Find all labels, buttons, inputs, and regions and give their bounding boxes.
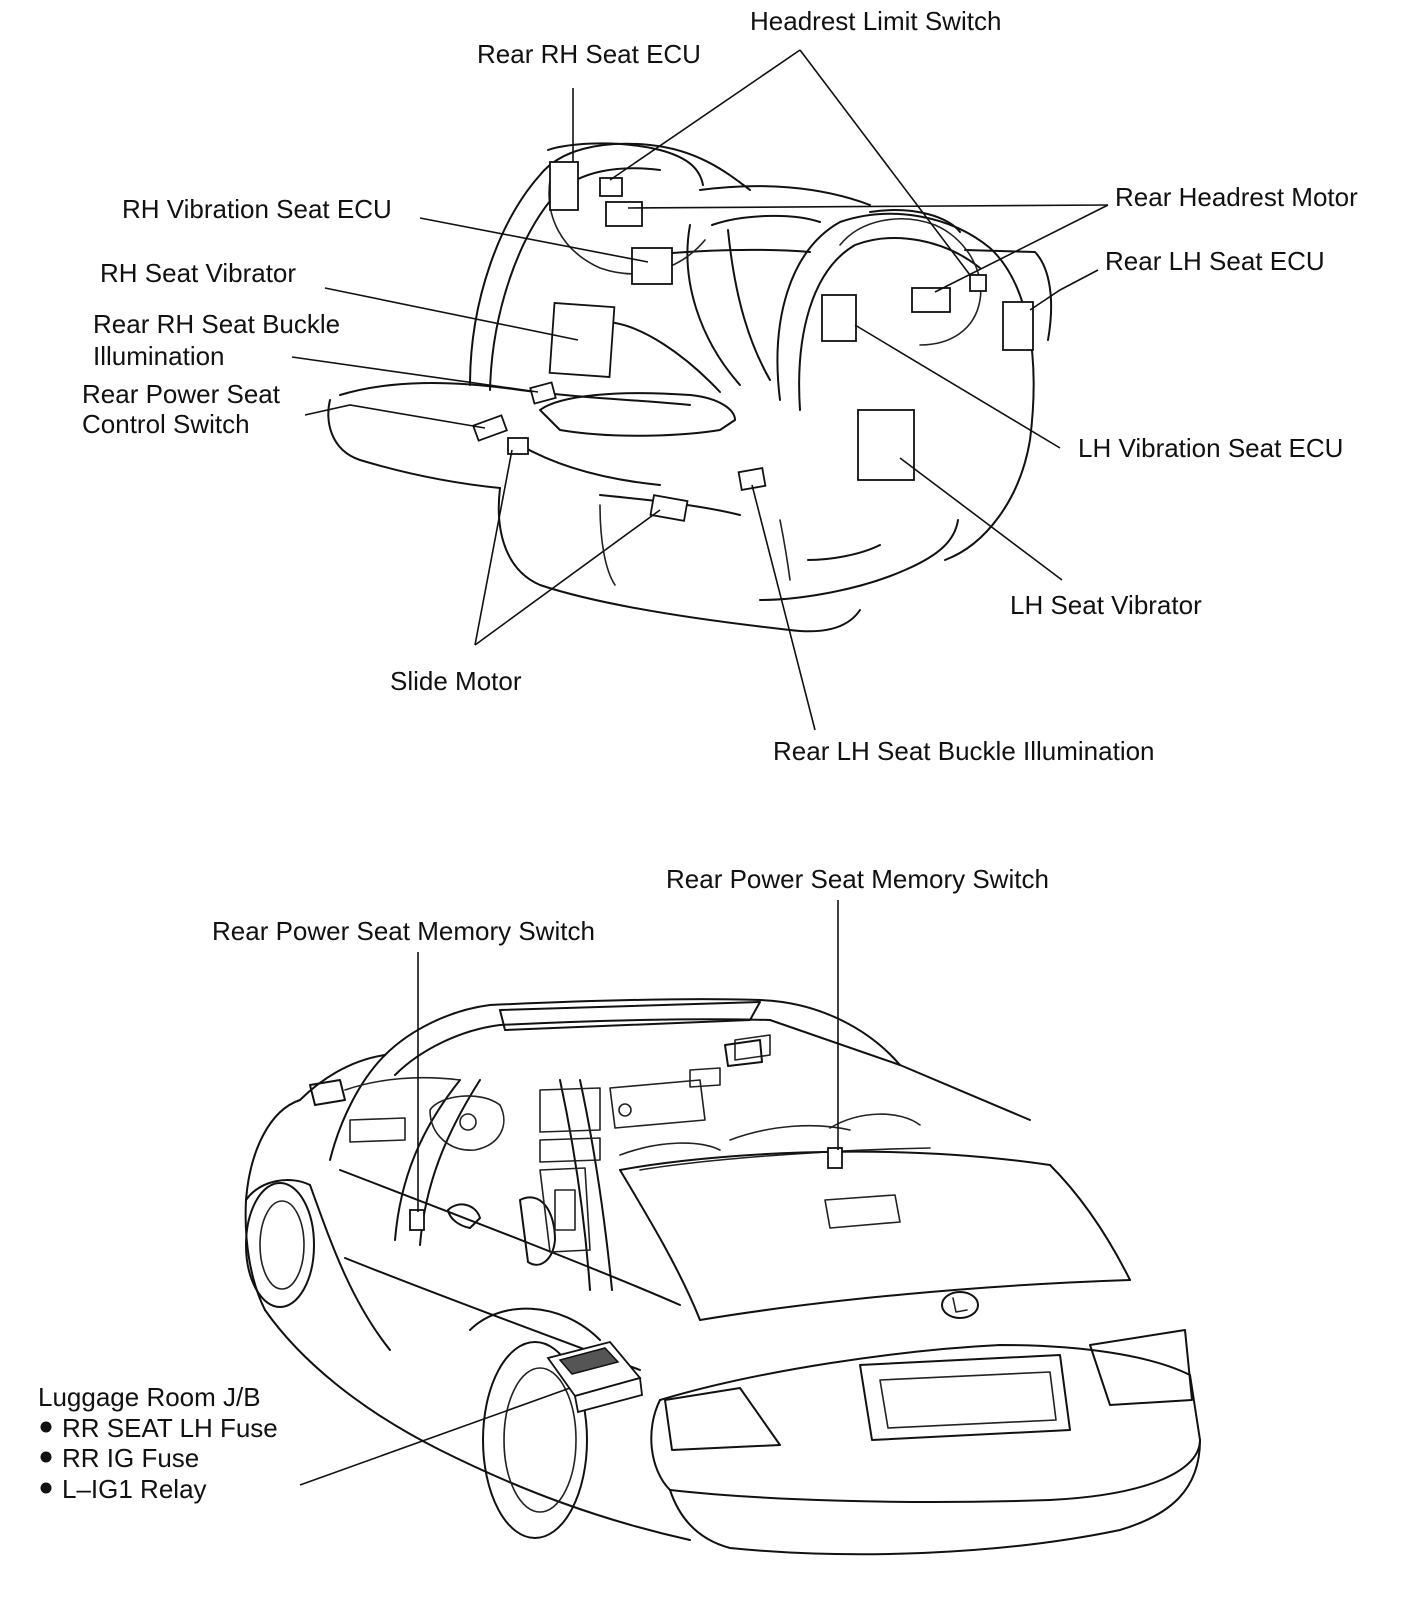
label-slide-motor: Slide Motor bbox=[390, 666, 522, 696]
label-rear-headrest-motor: Rear Headrest Motor bbox=[1115, 182, 1358, 212]
lh-vibration-seat-ecu-part bbox=[821, 294, 857, 342]
rear-seat-illustration bbox=[327, 142, 1053, 633]
label-rear-lh-seat-buckle-illumination: Rear LH Seat Buckle Illumination bbox=[773, 736, 1155, 766]
rh-vibration-seat-ecu-part bbox=[631, 247, 673, 285]
rear-lh-seat-ecu-part bbox=[1002, 301, 1034, 351]
label-rh-seat-vibrator: RH Seat Vibrator bbox=[100, 258, 296, 288]
top-labels: Headrest Limit Switch Rear RH Seat ECU R… bbox=[82, 6, 1358, 766]
label-rear-lh-seat-ecu: Rear LH Seat ECU bbox=[1105, 246, 1325, 276]
label-headrest-limit-switch: Headrest Limit Switch bbox=[750, 6, 1001, 36]
lh-headrest-limit-switch-part bbox=[969, 274, 987, 292]
label-lh-seat-vibrator: LH Seat Vibrator bbox=[1010, 590, 1202, 620]
rear-lh-buckle-part bbox=[737, 467, 767, 491]
bottom-leader-lines bbox=[299, 900, 839, 1486]
slide-motor-lh-part bbox=[649, 494, 689, 522]
memory-switch-left-part bbox=[409, 1209, 425, 1231]
bottom-labels: Rear Power Seat Memory Switch Rear Power… bbox=[38, 864, 1049, 1504]
top-leader-lines bbox=[291, 49, 1109, 731]
rear-rh-seat-ecu-part bbox=[549, 161, 579, 211]
label-rear-power-seat-memory-switch-right: Rear Power Seat Memory Switch bbox=[666, 864, 1049, 894]
label-rear-power-seat-memory-switch-left: Rear Power Seat Memory Switch bbox=[212, 916, 595, 946]
rh-headrest-motor-part bbox=[605, 201, 643, 227]
rh-seat-vibrator-part bbox=[548, 302, 616, 378]
car-illustration bbox=[244, 998, 1201, 1556]
label-rr-seat-lh-fuse: RR SEAT LH Fuse bbox=[62, 1413, 278, 1443]
bullet-rr-ig-fuse bbox=[40, 1451, 52, 1463]
luggage-room-jb-part bbox=[546, 1340, 643, 1414]
memory-switch-right-part bbox=[827, 1147, 843, 1169]
label-lh-vibration-seat-ecu: LH Vibration Seat ECU bbox=[1078, 433, 1343, 463]
label-rh-vibration-seat-ecu: RH Vibration Seat ECU bbox=[122, 194, 392, 224]
rear-rh-buckle-part bbox=[529, 381, 557, 405]
bullet-rr-seat-lh-fuse bbox=[40, 1421, 52, 1433]
lh-seat-vibrator-part bbox=[857, 409, 915, 481]
headrest-limit-switch-part bbox=[599, 177, 623, 197]
slide-motor-rh-part bbox=[507, 437, 529, 455]
label-luggage-room-jb: Luggage Room J/B bbox=[38, 1382, 261, 1412]
lh-headrest-motor-part bbox=[911, 287, 951, 313]
label-rear-rh-seat-ecu: Rear RH Seat ECU bbox=[477, 39, 701, 69]
label-rr-ig-fuse: RR IG Fuse bbox=[62, 1443, 199, 1473]
label-l-ig1-relay: L–IG1 Relay bbox=[62, 1474, 207, 1504]
label-rear-power-seat-control-line2: Control Switch bbox=[82, 409, 250, 439]
rear-power-seat-control-switch-part bbox=[472, 414, 508, 442]
bullet-l-ig1-relay bbox=[40, 1482, 52, 1494]
label-rear-rh-seat-buckle-line2: Illumination bbox=[93, 341, 225, 371]
label-rear-rh-seat-buckle-line1: Rear RH Seat Buckle bbox=[93, 309, 340, 339]
label-rear-power-seat-control-line1: Rear Power Seat bbox=[82, 379, 281, 409]
